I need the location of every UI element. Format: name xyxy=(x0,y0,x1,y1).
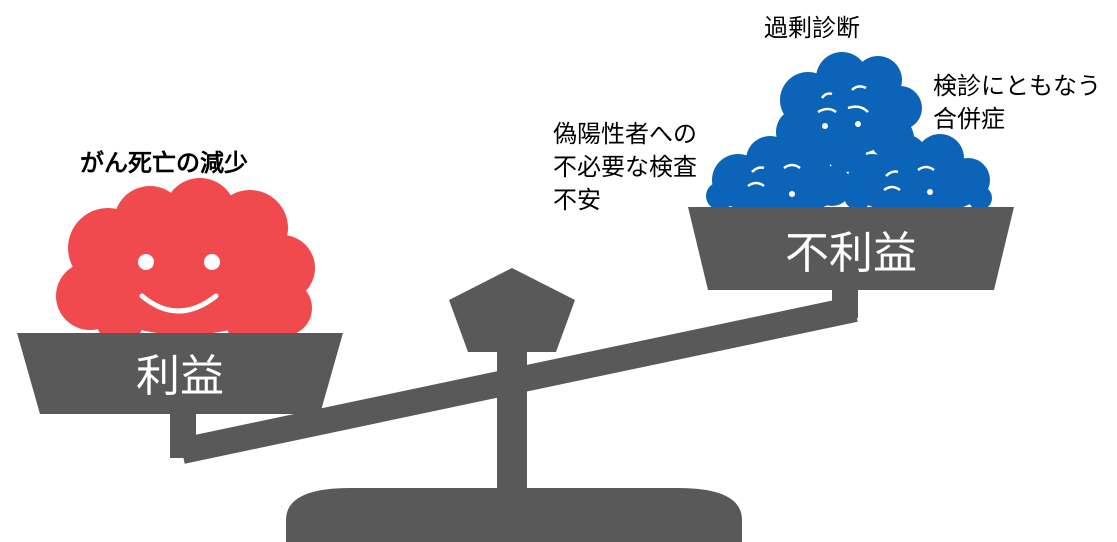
harm-complication-line2: 合併症 xyxy=(933,105,1005,133)
benefit-right-eye xyxy=(204,254,220,270)
harm-overdiagnosis-label: 過剰診断 xyxy=(764,14,860,42)
benefit-smiley-blob xyxy=(56,178,315,346)
scale-base xyxy=(286,488,742,542)
complication-sad-blob xyxy=(844,134,992,214)
harm-sad-blobs xyxy=(706,52,992,214)
harm-complication-line1: 検診にともなう xyxy=(933,72,1101,100)
benefit-left-eye xyxy=(138,254,154,270)
harm-false-positive-line1: 偽陽性者への xyxy=(553,120,697,148)
harm-pan-label: 不利益 xyxy=(785,228,917,279)
benefit-smile xyxy=(139,293,219,314)
benefit-caption: がん死亡の減少 xyxy=(80,149,248,177)
false-positive-sad-blob xyxy=(706,136,852,214)
harm-false-positive-line3: 不安 xyxy=(553,186,601,214)
harm-pan xyxy=(688,207,1014,290)
benefit-pan-label: 利益 xyxy=(136,351,224,402)
harm-false-positive-line2: 不必要な検査 xyxy=(553,153,697,181)
scale-beam xyxy=(179,296,858,464)
benefit-pan xyxy=(17,333,343,414)
scale-pivot-pentagon xyxy=(449,268,575,352)
